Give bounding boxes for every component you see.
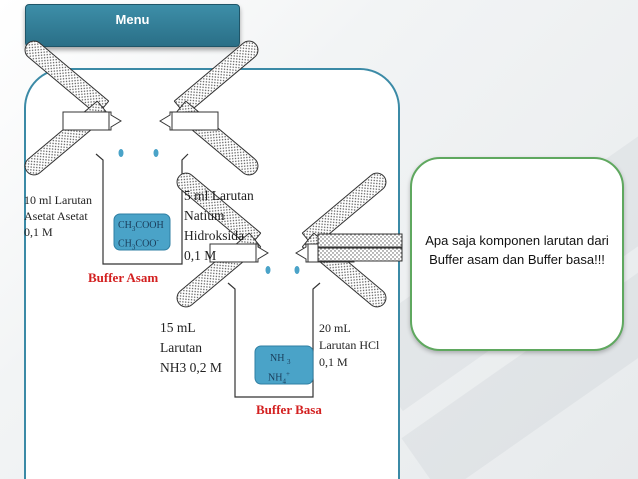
acid-right-solution-line1: 5 ml Larutan [184,188,254,203]
menu-button[interactable]: Menu [25,4,240,47]
base-left-solution-line2: Larutan [160,340,202,355]
acid-right-solution-line4: 0,1 M [184,248,217,263]
droplet [265,266,271,274]
test-tube [317,247,403,262]
buffer-acid-title: Buffer Asam [88,270,159,285]
acid-component-2: CH3COO- [118,236,159,252]
acid-left-solution-line2: Asetat Asetat [24,209,88,223]
beaker-base [227,282,321,398]
base-left-solution-line1: 15 mL [160,320,196,335]
droplet [118,149,124,157]
base-left-solution-line3: NH3 0,2 M [160,360,222,375]
acid-left-solution-line1: 10 ml Larutan [24,193,92,207]
pipette [62,111,122,131]
base-component-2: NH4+ [268,370,290,386]
question-text: Apa saja komponen larutan dari Buffer as… [425,233,609,267]
question-box: Apa saja komponen larutan dari Buffer as… [410,157,624,351]
base-right-solution-line1: 20 mL [319,321,351,335]
acid-right-solution-line3: Hidroksida [184,228,244,243]
pipette [159,111,219,131]
buffer-base-title: Buffer Basa [256,402,322,417]
acid-component-1: CH3COOH [118,220,164,233]
beaker-acid [95,153,189,265]
droplet [153,149,159,157]
acid-left-solution-line3: 0,1 M [24,225,53,239]
base-right-solution-line2: Larutan HCl [319,338,380,352]
base-right-solution-line3: 0,1 M [319,355,348,369]
base-component-1: NH 3 [270,353,291,366]
test-tube [317,233,403,248]
droplet [294,266,300,274]
acid-right-solution-line2: Natium [184,208,225,223]
